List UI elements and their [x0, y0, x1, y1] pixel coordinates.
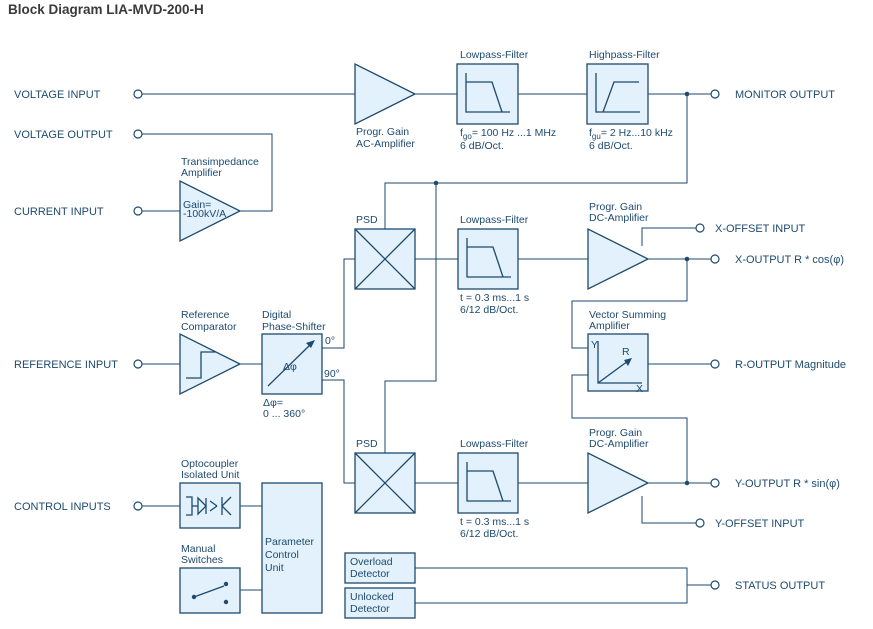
psd-bottom [354, 452, 416, 514]
lowpass-3-title: Lowpass-Filter [460, 438, 529, 450]
vector-sum-label-1: Vector Summing [589, 309, 666, 321]
transimpedance-label-2: Amplifier [181, 167, 222, 179]
voltage-output-label: VOLTAGE OUTPUT [14, 129, 113, 141]
diagram-title: Block Diagram LIA-MVD-200-H [8, 2, 204, 17]
r-output-label: R-OUTPUT Magnitude [735, 359, 846, 371]
phase-shifter-label-2: Phase-Shifter [262, 321, 326, 333]
psd-bottom-label: PSD [356, 438, 378, 450]
lowpass-2-spec-2: 6/12 dB/Oct. [460, 304, 518, 316]
vector-sum-axis-x: X [636, 383, 643, 395]
vector-summing-amplifier [587, 333, 649, 392]
reference-input-label: REFERENCE INPUT [14, 359, 118, 371]
transimpedance-gain-2: -100kV/A [183, 208, 226, 220]
unlocked-label-2: Detector [350, 603, 390, 615]
lowpass-filter-2 [457, 228, 519, 290]
overload-label-1: Overload [350, 556, 393, 568]
junction-dots [433, 91, 690, 486]
control-inputs-label: CONTROL INPUTS [14, 501, 111, 513]
lowpass-3-spec-1: t = 0.3 ms...1 s [460, 516, 529, 528]
dc-amp-x-label-2: DC-Amplifier [589, 212, 649, 224]
monitor-output-label: MONITOR OUTPUT [735, 89, 835, 101]
dc-amp-x-label-1: Progr. Gain [589, 201, 642, 213]
dc-amp-y-label-2: DC-Amplifier [589, 438, 649, 450]
transimpedance-amplifier-triangle [179, 179, 242, 243]
optocoupler-label-2: Isolated Unit [181, 469, 239, 481]
y-offset-input-label: Y-OFFSET INPUT [715, 518, 805, 530]
status-output-label: STATUS OUTPUT [735, 580, 825, 592]
psd-top-label: PSD [356, 214, 378, 226]
phase-range-label-1: Δφ= [263, 397, 283, 409]
pcu-label-3: Unit [265, 562, 284, 574]
optocoupler-label-1: Optocoupler [181, 458, 239, 470]
phase-out-90-label: 90° [324, 368, 340, 380]
transimpedance-label-1: Transimpedance [181, 156, 259, 168]
voltage-input-label: VOLTAGE INPUT [14, 89, 101, 101]
lowpass-1-spec-2: 6 dB/Oct. [460, 140, 504, 152]
optocoupler [179, 482, 241, 529]
transimpedance-gain-1: Gain= [183, 199, 211, 211]
manual-switches-label-2: Switches [181, 554, 223, 566]
lowpass-3-spec-2: 6/12 dB/Oct. [460, 528, 518, 540]
lowpass-2-title: Lowpass-Filter [460, 214, 529, 226]
x-output-label: X-OUTPUT R * cos(φ) [735, 254, 844, 266]
ref-comp-label-2: Comparator [181, 321, 237, 333]
phase-shifter-label-1: Digital [262, 309, 291, 321]
wires [142, 93, 711, 604]
dc-amplifier-x-triangle [587, 227, 650, 291]
ref-comp-label-1: Reference [181, 309, 230, 321]
psd-top [354, 228, 416, 290]
overload-label-2: Detector [350, 568, 390, 580]
lowpass-filter-3 [457, 452, 519, 514]
vector-sum-axis-r: R [622, 346, 630, 358]
highpass-spec-1: fgu= 2 Hz...10 kHz [589, 127, 673, 141]
ac-amp-label-2: AC-Amplifier [356, 138, 415, 150]
terminals [133, 89, 720, 590]
lowpass-1-title: Lowpass-Filter [460, 49, 529, 61]
ac-amplifier-triangle [354, 62, 417, 126]
vector-sum-label-2: Amplifier [589, 320, 630, 332]
phase-out-0-label: 0° [325, 335, 335, 347]
phase-shifter-delta: Δφ [283, 361, 297, 373]
current-input-label: CURRENT INPUT [14, 206, 104, 218]
dc-amplifier-y-triangle [587, 451, 650, 515]
parameter-control-unit [261, 482, 323, 614]
phase-shifter [261, 333, 323, 395]
vector-sum-axis-y: Y [591, 339, 598, 351]
x-offset-input-label: X-OFFSET INPUT [715, 223, 806, 235]
highpass-spec-2: 6 dB/Oct. [589, 140, 633, 152]
pcu-label-1: Parameter [265, 536, 315, 548]
pcu-label-2: Control [265, 549, 299, 561]
y-output-label: Y-OUTPUT R * sin(φ) [735, 478, 840, 490]
dc-amp-y-label-1: Progr. Gain [589, 427, 642, 439]
lowpass-1-spec-1: fgo= 100 Hz ...1 MHz [460, 127, 556, 141]
overload-detector [344, 552, 416, 584]
highpass-title: Highpass-Filter [589, 49, 660, 61]
unlocked-label-1: Unlocked [350, 591, 394, 603]
manual-switches [179, 567, 241, 614]
manual-switches-label-1: Manual [181, 543, 215, 555]
phase-range-label-2: 0 ... 360° [263, 408, 305, 420]
highpass-filter [586, 63, 649, 125]
lowpass-2-spec-1: t = 0.3 ms...1 s [460, 292, 529, 304]
lowpass-filter-1 [456, 63, 519, 125]
reference-comparator [179, 332, 242, 396]
unlocked-detector [344, 587, 416, 619]
ac-amp-label-1: Progr. Gain [356, 126, 409, 138]
